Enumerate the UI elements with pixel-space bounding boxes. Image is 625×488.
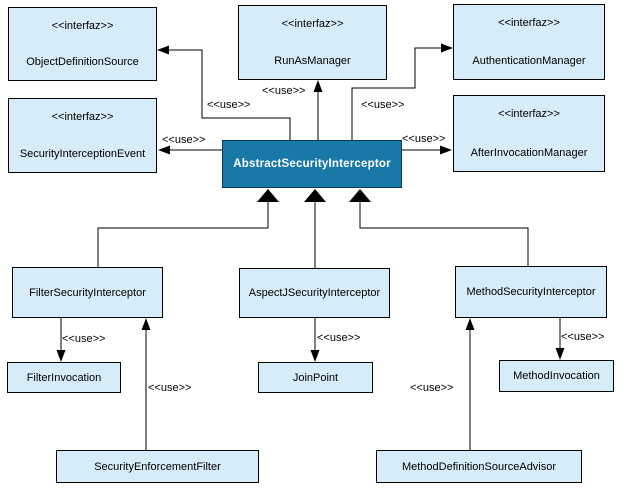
node-abstract-security-interceptor: AbstractSecurityInterceptor [222,140,402,188]
use-label-join-point: <<use>> [317,332,361,344]
node-method-definition-source-advisor: MethodDefinitionSourceAdvisor [376,450,582,483]
node-after-invocation-manager: <<interfaz>> AfterInvocationManager [453,95,605,172]
use-label-method-definition-source-advisor: <<use>> [410,382,454,394]
edge-use-object-definition-source [157,45,291,140]
class-name: MethodDefinitionSourceAdvisor [401,460,557,473]
edge-use-run-as-manager [313,80,323,140]
use-label-after-invocation-manager: <<use>> [402,133,446,145]
use-label-object-definition-source: <<use>> [207,99,251,111]
edge-gen-filter-security-interceptor [97,189,279,267]
class-name: AfterInvocationManager [470,147,588,159]
use-label-method-invocation: <<use>> [561,331,605,343]
edge-gen-aspectj-security-interceptor [304,189,326,268]
class-name: RunAsManager [274,55,351,67]
class-name: ObjectDefinitionSource [26,56,139,68]
edge-use-join-point [310,318,320,362]
stereotype-label: <<interfaz>> [281,18,344,30]
node-filter-security-interceptor: FilterSecurityInterceptor [12,267,163,318]
edge-use-method-invocation [555,318,565,360]
edge-use-security-enforcement-filter [141,318,151,450]
node-filter-invocation: FilterInvocation [7,362,121,393]
class-name: AbstractSecurityInterceptor [233,158,391,170]
edge-use-after-invocation-manager [402,145,452,155]
stereotype-label: <<interfaz>> [498,108,560,120]
stereotype-label: <<interfaz>> [498,17,560,29]
node-authentication-manager: <<interfaz>> AuthenticationManager [453,4,605,80]
class-name: FilterSecurityInterceptor [29,286,146,299]
stereotype-label: <<interfaz>> [51,20,114,32]
edge-use-method-definition-source-advisor [465,318,475,450]
class-name: AspectJSecurityInterceptor [248,287,381,299]
use-label-security-interception-event: <<use>> [162,134,206,146]
use-label-filter-invocation: <<use>> [62,333,106,345]
class-name: MethodInvocation [513,370,600,382]
node-join-point: JoinPoint [258,362,373,393]
class-name: AuthenticationManager [472,55,586,67]
edge-use-security-interception-event [158,145,222,155]
use-label-run-as-manager: <<use>> [262,85,306,97]
node-security-enforcement-filter: SecurityEnforcementFilter [56,450,259,483]
node-security-interception-event: <<interfaz>> SecurityInterceptionEvent [8,98,157,173]
stereotype-label: <<interfaz>> [51,111,114,123]
edge-use-filter-invocation [56,318,66,362]
node-method-invocation: MethodInvocation [499,360,614,392]
class-name: SecurityInterceptionEvent [19,148,146,160]
node-method-security-interceptor: MethodSecurityInterceptor [455,266,607,318]
node-object-definition-source: <<interfaz>> ObjectDefinitionSource [8,7,157,81]
edge-use-authentication-manager [351,43,453,140]
class-name: MethodSecurityInterceptor [466,286,596,298]
class-name: FilterInvocation [26,371,102,384]
class-name: SecurityEnforcementFilter [94,460,221,473]
use-label-authentication-manager: <<use>> [361,99,405,111]
node-aspectj-security-interceptor: AspectJSecurityInterceptor [239,268,390,318]
use-label-security-enforcement-filter: <<use>> [148,382,192,394]
edge-gen-method-security-interceptor [349,189,529,266]
class-name: JoinPoint [292,371,339,384]
node-run-as-manager: <<interfaz>> RunAsManager [238,5,387,80]
